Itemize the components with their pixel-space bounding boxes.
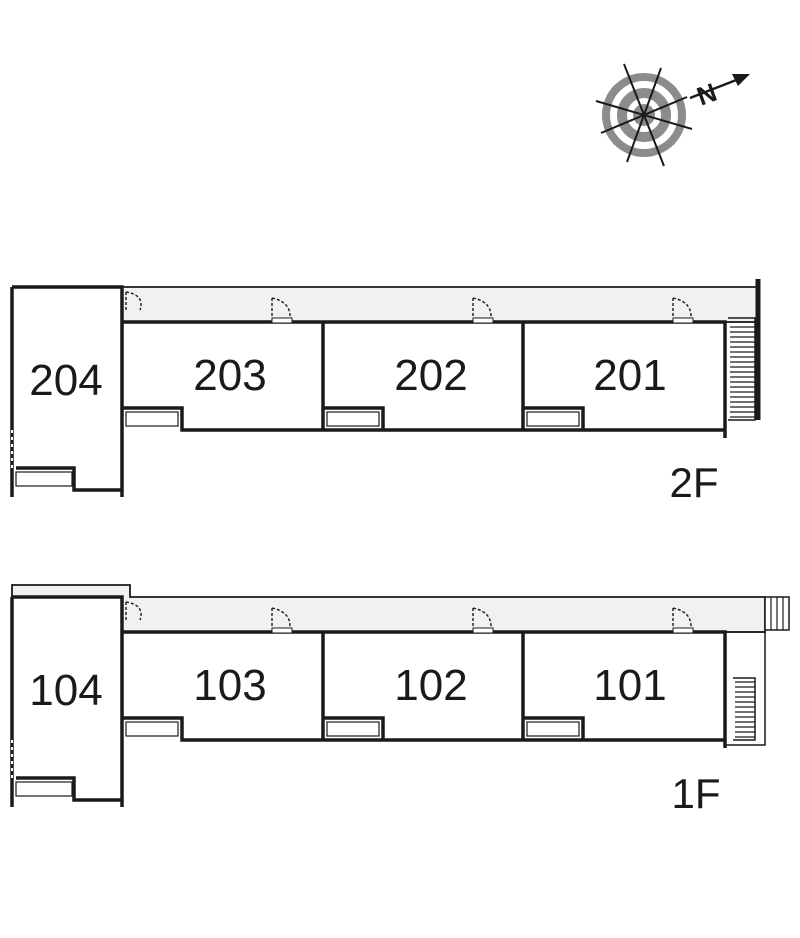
room-102-label: 102 [394, 661, 467, 710]
floor-2f: 204 203 202 201 2F [10, 279, 761, 506]
compass-icon: N [595, 63, 750, 167]
stairs-2f [728, 317, 756, 421]
entrance-steps-1f [764, 596, 790, 631]
room-204-label: 204 [29, 356, 102, 405]
room-103-label: 103 [193, 661, 266, 710]
room-203-label: 203 [193, 351, 266, 400]
room-201-label: 201 [593, 351, 666, 400]
room-202-label: 202 [394, 351, 467, 400]
stairs-1f [733, 677, 756, 741]
room-101-label: 101 [593, 661, 666, 710]
room-104-label: 104 [29, 666, 102, 715]
compass-north-label: N [693, 77, 721, 112]
floor-1f: 104 103 102 101 1F [10, 584, 790, 817]
floor-label-2f: 2F [669, 459, 718, 506]
floor-label-1f: 1F [671, 770, 720, 817]
